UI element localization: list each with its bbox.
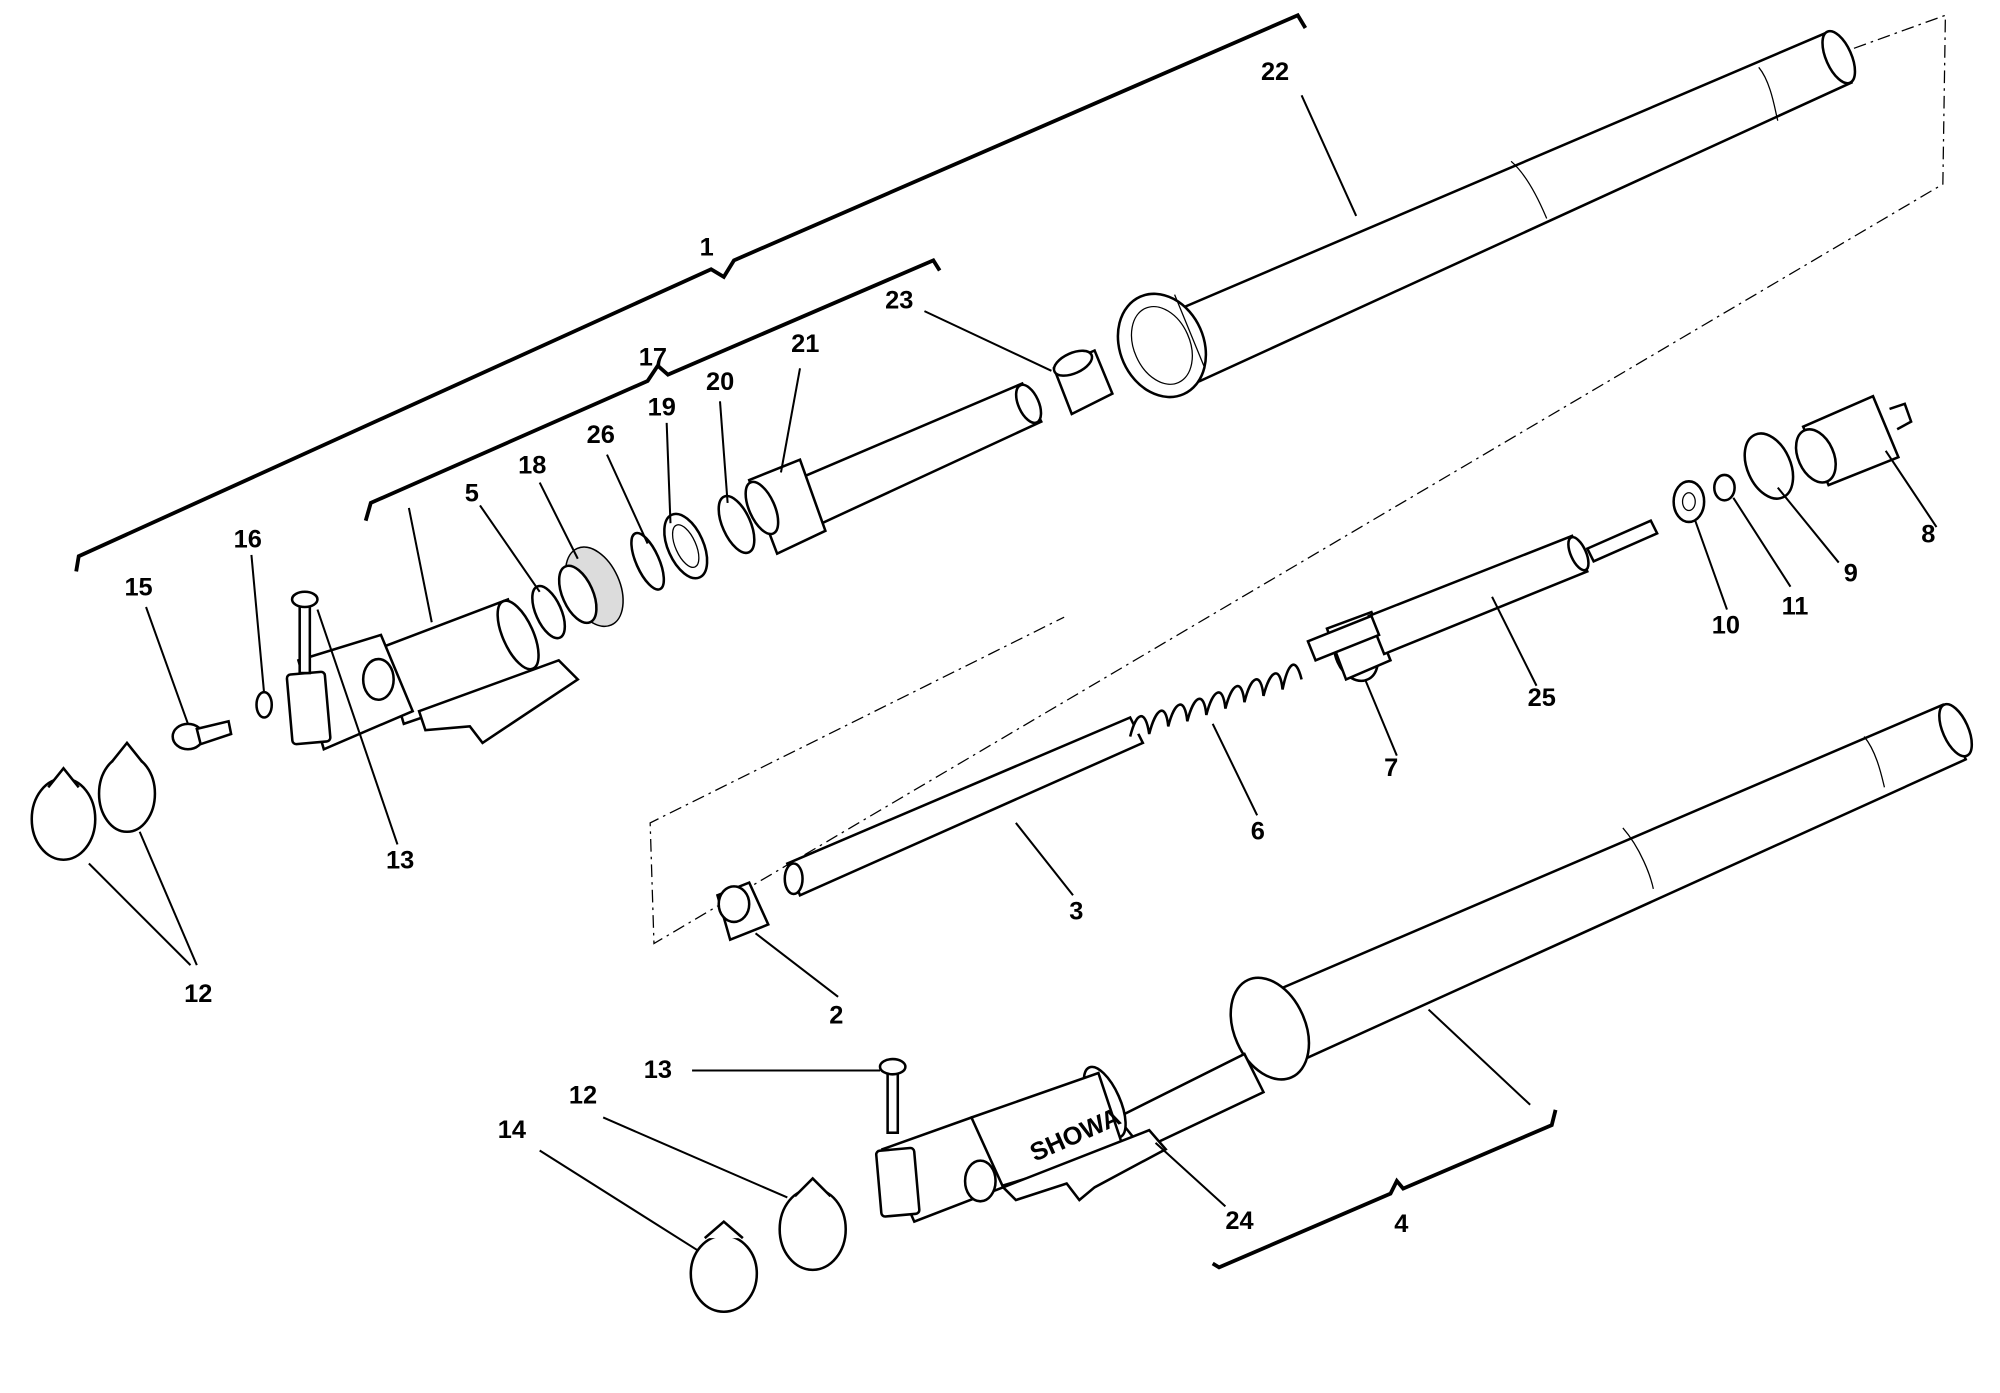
damper-cartridge-25 xyxy=(1306,519,1659,662)
label-10: 10 xyxy=(1712,612,1740,640)
seal-19 xyxy=(663,512,709,580)
spring-6 xyxy=(1128,663,1303,737)
screw-13-lower xyxy=(878,1057,907,1134)
label-13-upper: 13 xyxy=(386,847,414,875)
label-26: 26 xyxy=(587,421,615,449)
label-1: 1 xyxy=(700,233,714,261)
clamp-12-lower xyxy=(778,1176,847,1272)
label-14: 14 xyxy=(498,1116,526,1144)
label-17: 17 xyxy=(639,344,667,372)
label-13-lower: 13 xyxy=(644,1056,672,1084)
clamp-14 xyxy=(689,1219,759,1314)
label-8: 8 xyxy=(1921,520,1935,548)
clamp-12-left xyxy=(30,740,157,861)
dust-seal-18 xyxy=(557,546,624,628)
screw-13-upper xyxy=(290,590,319,675)
assembly-center-line xyxy=(649,14,1947,945)
label-3: 3 xyxy=(1069,897,1083,925)
label-20: 20 xyxy=(706,368,734,396)
bracket-subassembly-17 xyxy=(363,257,942,522)
fork-leg-4 xyxy=(874,702,1974,1224)
washer-20 xyxy=(717,494,756,555)
leader-lines xyxy=(88,94,1938,1252)
clip-26 xyxy=(630,531,666,591)
inner-tube-left xyxy=(772,381,1043,536)
label-16: 16 xyxy=(234,525,262,553)
part-labels: 22 1 23 21 17 20 19 26 18 5 16 15 13 12 … xyxy=(124,58,1935,1238)
label-19: 19 xyxy=(648,393,676,421)
label-15: 15 xyxy=(124,574,152,602)
label-24: 24 xyxy=(1225,1207,1253,1235)
washer-10 xyxy=(1672,480,1706,524)
label-18: 18 xyxy=(518,452,546,480)
cap-8 xyxy=(1794,394,1913,487)
label-22: 22 xyxy=(1261,58,1289,86)
washer-16 xyxy=(255,690,274,719)
label-23: 23 xyxy=(885,287,913,315)
label-4: 4 xyxy=(1394,1210,1408,1238)
label-11: 11 xyxy=(1782,593,1809,621)
outer-tube-22 xyxy=(1116,29,1857,399)
o-ring-9 xyxy=(1743,432,1795,500)
label-12-lower: 12 xyxy=(569,1082,597,1110)
bushing-2 xyxy=(715,880,770,942)
label-21: 21 xyxy=(791,330,819,358)
bracket-assembly-1 xyxy=(74,12,1308,572)
label-25: 25 xyxy=(1528,684,1556,712)
screw-15 xyxy=(171,719,233,751)
bushing-23 xyxy=(1052,348,1115,416)
label-5: 5 xyxy=(465,480,479,508)
label-12-left: 12 xyxy=(184,980,212,1008)
bracket-assembly-4 xyxy=(1211,1109,1558,1270)
label-9: 9 xyxy=(1844,560,1858,588)
label-6: 6 xyxy=(1251,817,1265,845)
slider-body-left xyxy=(285,597,580,751)
label-7: 7 xyxy=(1384,754,1398,782)
nut-11 xyxy=(1713,473,1736,502)
label-2: 2 xyxy=(829,1002,843,1030)
damper-rod-3 xyxy=(783,715,1145,897)
